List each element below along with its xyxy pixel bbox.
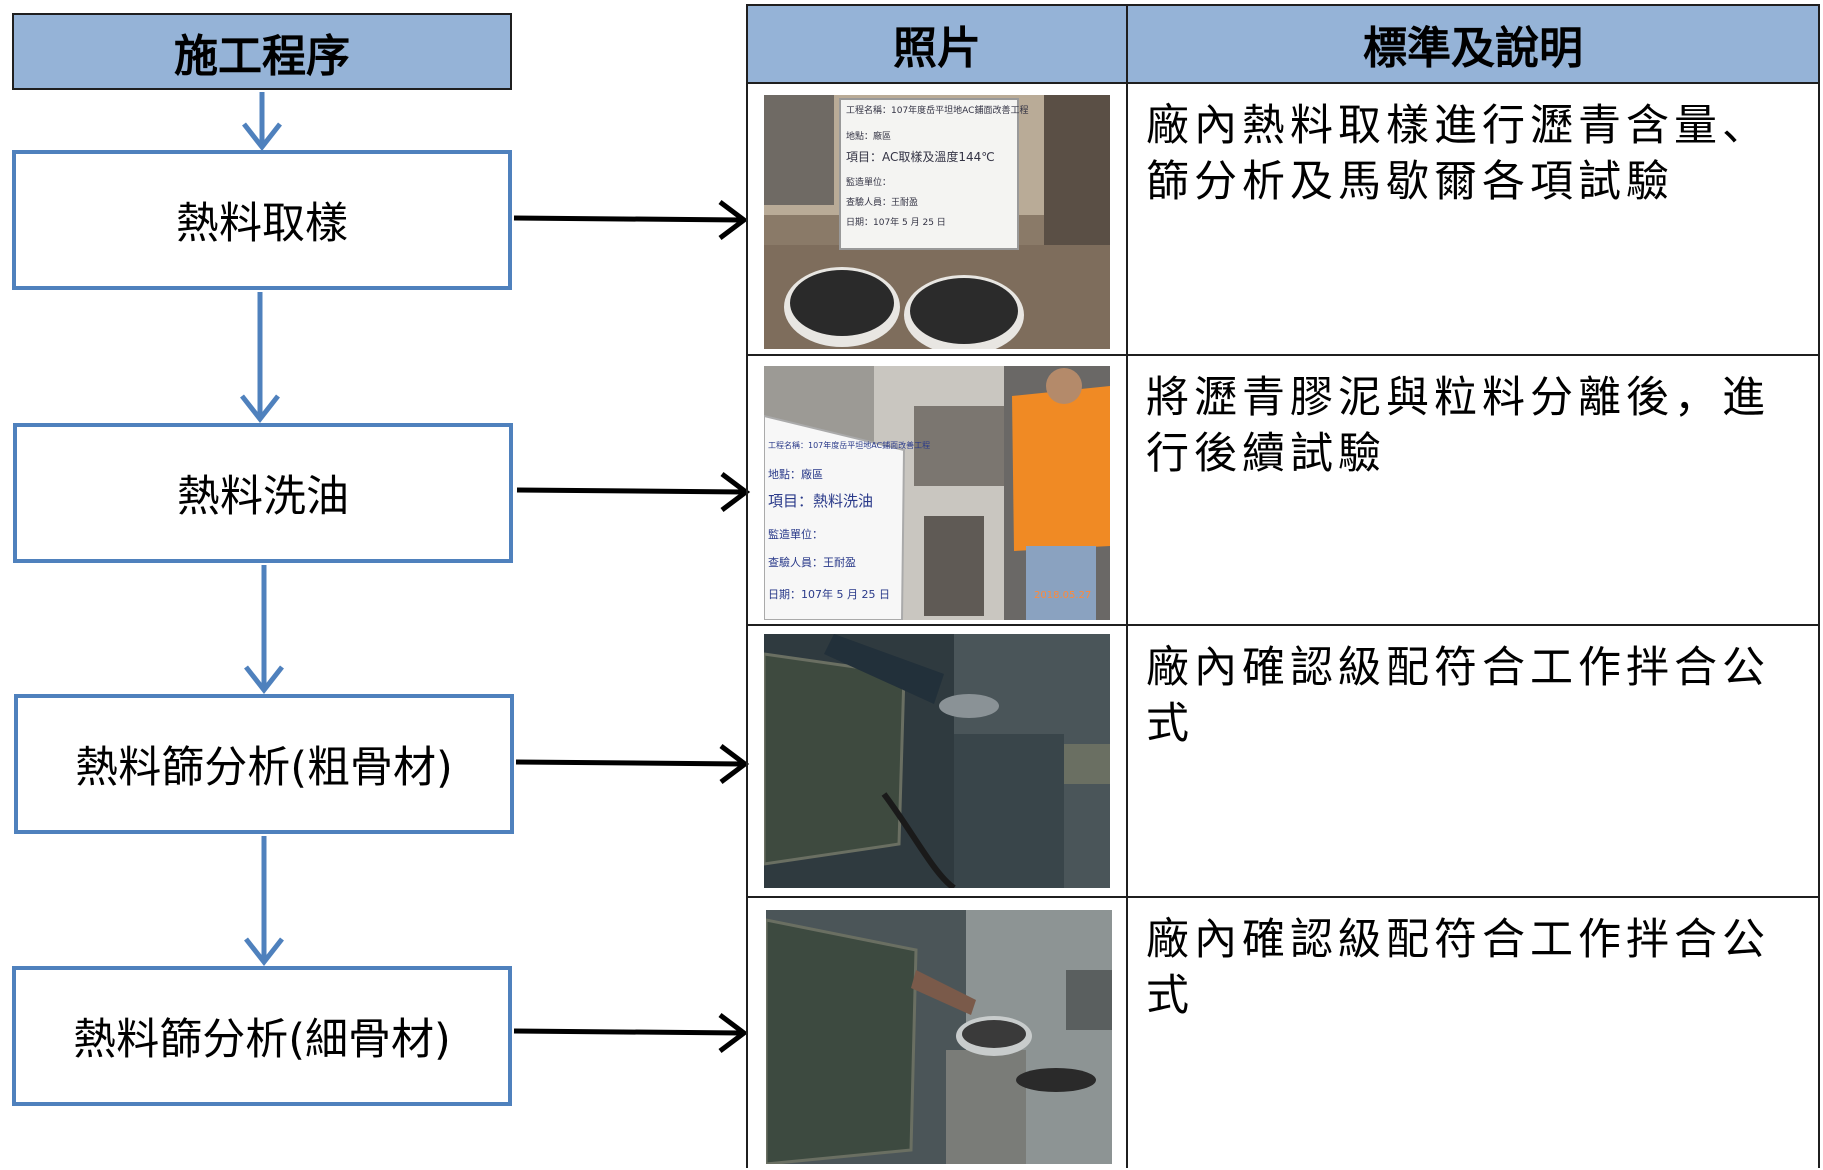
photo-timestamp: 2018.05.27: [1034, 590, 1091, 601]
description-text: 廠內確認級配符合工作拌合公式: [1146, 915, 1770, 1021]
description-text: 廠內確認級配符合工作拌合公式: [1146, 643, 1770, 749]
down-arrow: [244, 565, 284, 695]
board-text: 地點：廠區: [846, 130, 891, 142]
board-text: 查驗人員：王耐盈: [768, 555, 856, 569]
description-text: 將瀝青膠泥與粒料分離後，進行後續試驗: [1146, 373, 1770, 479]
board-text: 工程名稱：107年度岳平坦地AC鋪面改善工程: [768, 440, 930, 450]
photo-oil-washing: 工程名稱：107年度岳平坦地AC鋪面改善工程 地點：廠區 項目：熱料洗油 監造單…: [764, 366, 1110, 620]
right-arrow: [513, 1013, 749, 1053]
down-arrow: [244, 836, 284, 967]
right-arrow: [515, 744, 750, 784]
board-text: 地點：廠區: [768, 467, 823, 481]
table-row: 工程名稱：107年度岳平坦地AC鋪面改善工程 地點：廠區 項目：熱料洗油 監造單…: [748, 356, 1818, 626]
board-text: 日期：107年 5 月 25 日: [846, 216, 946, 228]
step-hot-material-sampling: 熱料取樣: [12, 150, 512, 290]
step-hot-material-oil-washing: 熱料洗油: [13, 423, 513, 563]
table-row: 廠內確認級配符合工作拌合公式: [748, 898, 1818, 1170]
step-coarse-sieve-analysis: 熱料篩分析(粗骨材): [14, 694, 514, 834]
photo-description-table: 照片 標準及說明 工程名稱：107年度岳平坦地AC鋪面改善工程 地點：廠區 項目…: [746, 4, 1820, 1168]
header-photo: 照片: [893, 23, 981, 74]
right-arrow: [516, 472, 751, 512]
board-text: 項目：AC取樣及溫度144℃: [846, 149, 995, 164]
down-arrow: [242, 92, 282, 152]
board-text: 工程名稱：107年度岳平坦地AC鋪面改善工程: [846, 104, 1028, 116]
table-header-row: 照片 標準及說明: [748, 6, 1818, 84]
board-text: 日期：107年 5 月 25 日: [768, 587, 890, 601]
procedure-header: 施工程序: [12, 13, 512, 90]
column-divider: [1126, 6, 1128, 1168]
table-row: 工程名稱：107年度岳平坦地AC鋪面改善工程 地點：廠區 項目：AC取樣及溫度1…: [748, 84, 1818, 356]
header-description: 標準及說明: [1363, 23, 1583, 74]
board-text: 項目：熱料洗油: [768, 492, 873, 510]
photo-sampling: 工程名稱：107年度岳平坦地AC鋪面改善工程 地點：廠區 項目：AC取樣及溫度1…: [764, 95, 1110, 349]
board-text: 查驗人員：王耐盈: [846, 196, 918, 208]
photo-fine-sieve: [766, 910, 1112, 1164]
down-arrow: [240, 292, 280, 424]
table-row: 廠內確認級配符合工作拌合公式: [748, 626, 1818, 898]
description-text: 廠內熱料取樣進行瀝青含量、篩分析及馬歇爾各項試驗: [1146, 101, 1770, 207]
step-fine-sieve-analysis: 熱料篩分析(細骨材): [12, 966, 512, 1106]
board-text: 監造單位：: [768, 527, 823, 541]
right-arrow: [513, 200, 749, 240]
board-text: 監造單位：: [846, 176, 891, 188]
photo-coarse-sieve: [764, 634, 1110, 888]
